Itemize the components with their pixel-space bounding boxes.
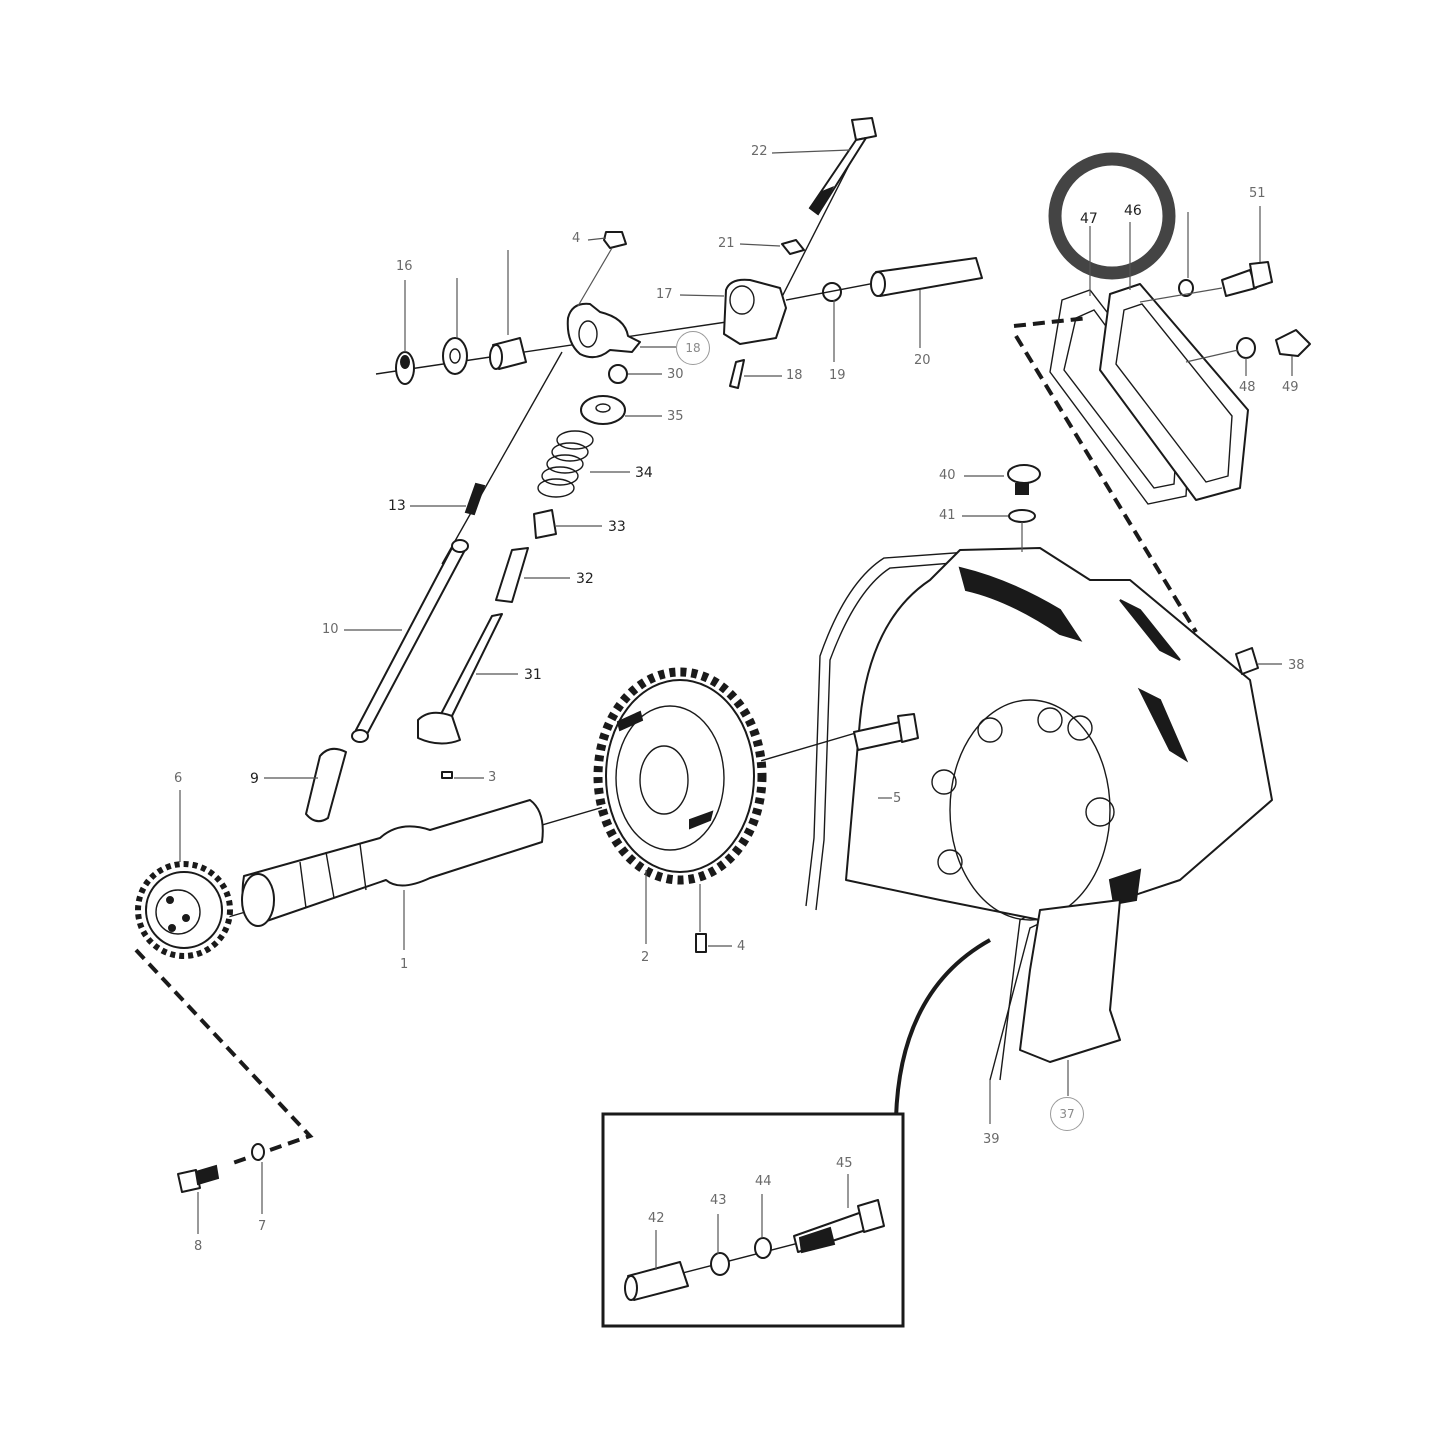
part-30-collet: [608, 364, 628, 384]
callout-21: 21: [718, 236, 735, 251]
callout-37-circled: 37: [1050, 1097, 1084, 1131]
highlight-ring: [1048, 152, 1176, 280]
callout-6: 6: [174, 771, 183, 786]
part-19-plug: [822, 282, 842, 302]
part-washer-51: [1178, 279, 1194, 297]
part-13-adjuster: [464, 482, 486, 516]
callout-10: 10: [322, 622, 339, 637]
rocker-shaft-assembly: [375, 231, 741, 385]
callout-41: 41: [939, 508, 956, 523]
callout-49: 49: [1282, 380, 1299, 395]
part-31-valve-head: [417, 711, 461, 745]
part-rocker-arm: [566, 302, 641, 359]
callout-17: 17: [656, 287, 673, 302]
callout-16: 16: [396, 259, 413, 274]
callout-44: 44: [755, 1174, 772, 1189]
part-38-plug: [1235, 647, 1259, 675]
part-46-cover: [1099, 283, 1249, 501]
callout-4-top: 4: [572, 231, 581, 246]
callout-43: 43: [710, 1193, 727, 1208]
part-7-washer: [251, 1143, 265, 1161]
part-31-valve-stem: [439, 613, 503, 721]
callout-34: 34: [635, 465, 653, 481]
callout-20: 20: [914, 353, 931, 368]
part-8-bolt-head: [177, 1169, 201, 1193]
callout-48: 48: [1239, 380, 1256, 395]
callout-30: 30: [667, 367, 684, 382]
callout-1: 1: [400, 957, 409, 972]
callout-40: 40: [939, 468, 956, 483]
callout-13: 13: [388, 498, 406, 514]
part-2-timing-gear: [593, 667, 767, 885]
callout-18: 18: [786, 368, 803, 383]
rocker-cover-assembly: [1013, 152, 1311, 634]
rocker-pedestal-assembly: [679, 117, 983, 389]
callout-18-circled: 18: [676, 331, 710, 365]
callout-33: 33: [608, 519, 626, 535]
part-1-camshaft: [241, 799, 544, 925]
callout-19: 19: [829, 368, 846, 383]
part-43-washer: [710, 1252, 730, 1276]
part-20-rocker-shaft: [875, 257, 983, 297]
part-32-valve-guide: [495, 547, 529, 603]
part-35-retainer: [580, 395, 626, 425]
part-48-washer: [1236, 337, 1256, 359]
part-49-nut: [1275, 329, 1311, 357]
part-44-lockwasher: [754, 1237, 772, 1259]
callout-35: 35: [667, 409, 684, 424]
part-41-washer: [1008, 509, 1036, 523]
callout-8: 8: [194, 1239, 203, 1254]
callout-7: 7: [258, 1219, 267, 1234]
part-22-bolt-head: [851, 117, 877, 141]
callout-9: 9: [250, 771, 259, 787]
part-21-washer: [781, 239, 805, 255]
part-3-key: [441, 771, 453, 779]
callout-32: 32: [576, 571, 594, 587]
callout-45: 45: [836, 1156, 853, 1171]
callout-51: 51: [1249, 186, 1266, 201]
part-6-cam-gear: [135, 861, 233, 959]
part-9-tappet: [305, 747, 347, 823]
detail-inset: [601, 1112, 905, 1328]
part-4-dowel: [695, 933, 707, 953]
callout-3: 3: [488, 770, 497, 785]
callout-42: 42: [648, 1211, 665, 1226]
valve-train: [264, 351, 662, 823]
callout-38: 38: [1288, 658, 1305, 673]
part-37-bracket: [1019, 899, 1121, 1063]
callout-39: 39: [983, 1132, 1000, 1147]
part-34-valve-spring: [537, 430, 594, 498]
callout-31: 31: [524, 667, 542, 683]
callout-22: 22: [751, 144, 768, 159]
timing-cover-housing: [805, 464, 1282, 1124]
callout-47: 47: [1080, 211, 1098, 227]
part-40-plug: [1007, 464, 1041, 484]
callout-46: 46: [1124, 203, 1142, 219]
part-17-pedestal: [723, 278, 787, 345]
part-33-seal: [533, 509, 557, 539]
callout-4-dowel: 4: [737, 939, 746, 954]
callout-5: 5: [893, 791, 902, 806]
part-18-stud: [729, 359, 745, 389]
camshaft-assembly: [134, 667, 901, 1234]
callout-2: 2: [641, 950, 650, 965]
part-washer: [442, 337, 468, 375]
part-4-nut: [603, 231, 627, 249]
